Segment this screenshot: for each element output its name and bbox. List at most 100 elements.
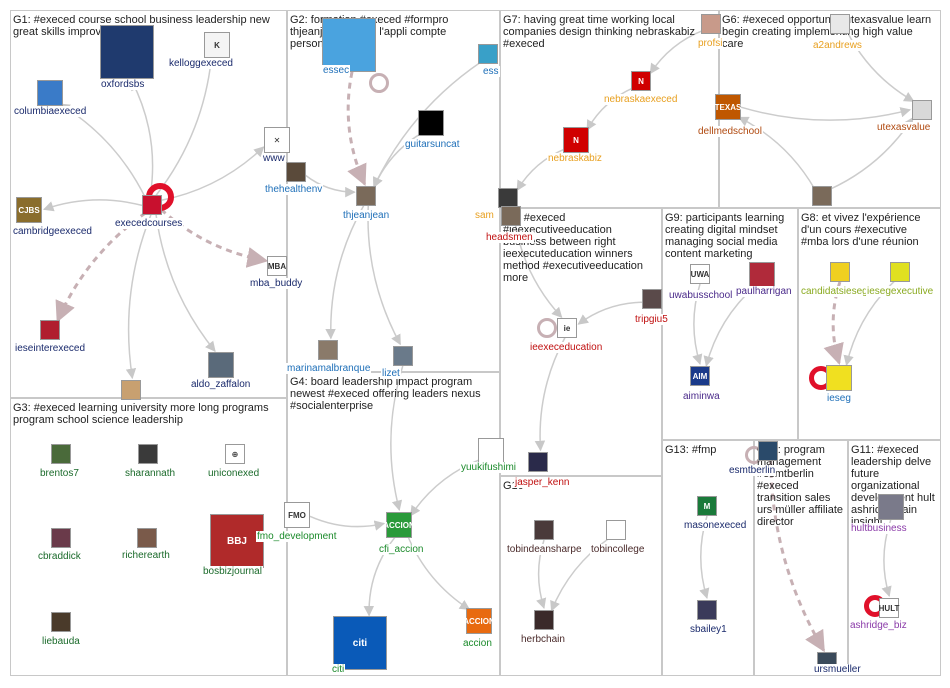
avatar-aldo_zaffalon[interactable]	[208, 352, 234, 378]
avatar-herbchain[interactable]	[534, 610, 554, 630]
edge-guitarsuncat-thjeanjean	[372, 132, 423, 188]
avatar-dellmedschool[interactable]: TEXAS	[715, 94, 741, 120]
avatar-ieexeceducation[interactable]: ie	[557, 318, 577, 338]
avatar-lizet[interactable]	[393, 346, 413, 366]
node-label-oxfordsbs: oxfordsbs	[100, 79, 146, 90]
node-label-profsi: profsi	[697, 38, 724, 49]
node-label-accion: accion	[462, 638, 493, 649]
avatar-richerearth[interactable]	[137, 528, 157, 548]
avatar-ess[interactable]	[478, 44, 498, 64]
avatar-ieseg[interactable]	[826, 365, 852, 391]
group-box-g11	[848, 440, 941, 676]
avatar-herbane[interactable]	[121, 380, 141, 400]
avatar-nebraskaexeced[interactable]: N	[631, 71, 651, 91]
avatar-aiminwa[interactable]: AIM	[690, 366, 710, 386]
avatar-paulharrigan[interactable]	[749, 262, 775, 288]
avatar-liebauda[interactable]	[51, 612, 71, 632]
node-label-sbailey1: sbailey1	[689, 624, 728, 635]
avatar-uniconexed[interactable]: ⊕	[225, 444, 245, 464]
avatar-cfi_accion[interactable]: ACCION	[383, 512, 415, 538]
avatar-uwabusschool[interactable]: UWA	[690, 264, 710, 284]
node-label-utexasvalue: utexasvalue	[876, 122, 932, 133]
group-box-g8	[798, 208, 941, 440]
avatar-masonexeced[interactable]: M	[697, 496, 717, 516]
node-label-ieseg: ieseg	[826, 393, 852, 404]
node-label-headsmen: headsmen	[485, 232, 534, 243]
avatar-text-accion: ACCION	[463, 616, 495, 626]
node-label-nebraskabiz: nebraskabiz	[547, 153, 603, 164]
node-label-ieseinterexeced: ieseinterexeced	[14, 343, 87, 354]
avatar-kelloggexeced[interactable]: K	[204, 32, 230, 58]
edge-execedcourses-www	[160, 146, 265, 202]
node-label-ashridge_biz: ashridge_biz	[849, 620, 908, 631]
avatar-text-kelloggexeced: K	[214, 40, 220, 50]
avatar-ashridge_biz[interactable]: HULT	[879, 598, 899, 618]
avatar-columbiaexeced[interactable]	[37, 80, 63, 106]
avatar-dellmed_person[interactable]	[812, 186, 832, 206]
avatar-mba_buddy[interactable]: MBA	[267, 256, 287, 276]
avatar-yuukifushimi[interactable]	[478, 438, 504, 464]
avatar-bosbizjournal[interactable]: BBJ	[210, 514, 264, 568]
avatar-execedcourses[interactable]	[142, 195, 162, 215]
edge-execedcourses-kelloggexeced	[155, 57, 216, 197]
avatar-ieseinterexeced[interactable]	[40, 320, 60, 340]
avatar-tobincollege[interactable]	[606, 520, 626, 540]
edge-dellmed_person-dellmedschool	[737, 116, 816, 190]
avatar-utexasvalue[interactable]	[912, 100, 932, 120]
avatar-iesegexecutive[interactable]	[890, 262, 910, 282]
node-label-dellmedschool: dellmedschool	[697, 126, 763, 137]
avatar-candidatsieseg[interactable]	[830, 262, 850, 282]
edge-tobincollege-herbchain	[550, 537, 611, 612]
avatar-sharannath[interactable]	[138, 444, 158, 464]
edge-lizet-cfi_accion	[390, 365, 404, 512]
avatar-cbraddick[interactable]	[51, 528, 71, 548]
avatar-text-mba_buddy: MBA	[267, 261, 287, 271]
avatar-profsi[interactable]	[701, 14, 721, 34]
node-label-nebraskaexeced: nebraskaexeced	[603, 94, 679, 105]
avatar-sam[interactable]	[498, 188, 518, 208]
avatar-text-uwabusschool: UWA	[690, 269, 710, 279]
avatar-tripgiu5[interactable]	[642, 289, 662, 309]
node-label-marinamalbranque: marinamalbranque	[286, 363, 372, 374]
avatar-sbailey1[interactable]	[697, 600, 717, 620]
avatar-www[interactable]: ✕	[264, 127, 290, 153]
node-label-aiminwa: aiminwa	[682, 391, 721, 402]
node-label-richerearth: richerearth	[121, 550, 171, 561]
node-label-hultbusiness: hultbusiness	[850, 523, 908, 534]
node-label-sharannath: sharannath	[124, 468, 177, 479]
avatar-a2andrews[interactable]	[830, 14, 850, 34]
edge-nebraskabiz-sam	[516, 147, 567, 192]
group-label-g1: G1: #execed course school business leade…	[13, 14, 270, 38]
avatar-fmo_development[interactable]: FMO	[284, 502, 310, 528]
avatar-brentos7[interactable]	[51, 444, 71, 464]
node-label-cbraddick: cbraddick	[37, 551, 82, 562]
avatar-nebraskabiz[interactable]: N	[563, 127, 589, 153]
avatar-essec[interactable]	[322, 18, 376, 72]
avatar-citi[interactable]: citi	[333, 616, 387, 670]
avatar-jasper_kenn[interactable]	[528, 452, 548, 472]
avatar-text-nebraskabiz: N	[573, 135, 579, 145]
avatar-thjeanjean[interactable]	[356, 186, 376, 206]
edge-ieexeceducation-jasper_kenn	[534, 337, 566, 452]
avatar-tobindeansharpe[interactable]	[534, 520, 554, 540]
avatar-cambridgeexeced[interactable]: CJBS	[16, 197, 42, 223]
node-label-citi: citi	[331, 664, 346, 675]
avatar-marinamalbranque[interactable]	[318, 340, 338, 360]
node-label-masonexeced: masonexeced	[683, 520, 748, 531]
group-label-g8: G8: et vivez l'expérience d'un cours #ex…	[801, 212, 921, 248]
node-label-kelloggexeced: kelloggexeced	[168, 58, 234, 69]
avatar-headsmen[interactable]	[501, 206, 521, 226]
avatar-guitarsuncat[interactable]	[418, 110, 444, 136]
node-label-tripgiu5: tripgiu5	[634, 314, 669, 325]
avatar-text-dellmedschool: TEXAS	[714, 102, 742, 112]
node-label-lizet: lizet	[381, 368, 401, 379]
avatar-text-citi: citi	[352, 637, 368, 649]
avatar-hultbusiness[interactable]	[878, 494, 904, 520]
avatar-esmtberlin[interactable]	[758, 441, 778, 461]
node-label-aldo_zaffalon: aldo_zaffalon	[190, 379, 252, 390]
node-label-cambridgeexeced: cambridgeexeced	[12, 226, 93, 237]
avatar-thehealthenv[interactable]	[286, 162, 306, 182]
avatar-oxfordsbs[interactable]	[100, 25, 154, 79]
avatar-accion[interactable]: ACCION	[463, 608, 495, 634]
